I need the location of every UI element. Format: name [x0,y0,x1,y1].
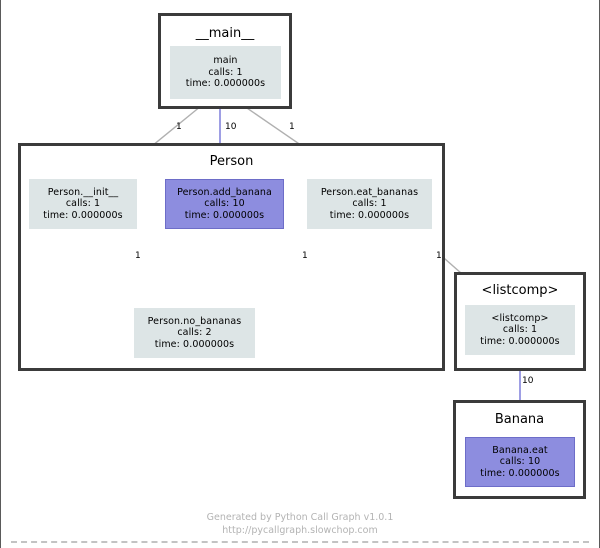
edge-label-main-to-eat-bananas: 1 [289,122,295,132]
node-eat-bananas[interactable]: Person.eat_bananas calls: 1 time: 0.0000… [307,179,432,229]
node-main[interactable]: main calls: 1 time: 0.000000s [170,46,281,99]
footer-generator-line: Generated by Python Call Graph v1.0.1 [206,512,394,523]
node-no-bananas-calls: calls: 2 [177,327,212,339]
edge-label-eat-bananas-to-no-bananas: 1 [302,251,308,261]
node-no-bananas[interactable]: Person.no_bananas calls: 2 time: 0.00000… [134,308,255,358]
node-add-banana-time: time: 0.000000s [184,209,265,221]
node-eat-bananas-time: time: 0.000000s [329,209,410,221]
node-banana-eat-label: Banana.eat [492,444,548,456]
node-listcomp-calls: calls: 1 [502,324,538,336]
node-person-init-label: Person.__init__ [47,186,119,198]
footer: Generated by Python Call Graph v1.0.1 ht… [1,511,599,537]
node-listcomp-label: <listcomp> [491,312,549,324]
node-main-time: time: 0.000000s [185,78,266,90]
footer-url: http://pycallgraph.slowchop.com [222,525,378,536]
node-eat-bananas-label: Person.eat_bananas [320,186,419,198]
node-main-label: main [213,55,238,67]
node-banana-eat-calls: calls: 10 [499,456,541,468]
node-add-banana[interactable]: Person.add_banana calls: 10 time: 0.0000… [165,179,284,229]
node-main-calls: calls: 1 [208,66,243,78]
node-no-bananas-time: time: 0.000000s [154,338,235,350]
bottom-divider [11,541,589,543]
cluster-banana-title: Banana [494,412,545,427]
node-add-banana-calls: calls: 10 [204,198,245,210]
node-banana-eat[interactable]: Banana.eat calls: 10 time: 0.000000s [465,437,575,487]
node-person-init-time: time: 0.000000s [43,209,123,221]
node-person-init[interactable]: Person.__init__ calls: 1 time: 0.000000s [29,179,137,229]
cluster-person-title: Person [209,154,254,169]
edge-label-person-init-to-no-bananas: 1 [135,251,141,261]
edge-label-listcomp-to-banana-eat: 10 [522,376,534,386]
node-add-banana-label: Person.add_banana [177,186,272,198]
edge-label-eat-bananas-to-listcomp: 1 [436,251,442,261]
node-eat-bananas-calls: calls: 1 [352,198,387,210]
cluster-main-title: __main__ [195,26,255,41]
node-banana-eat-time: time: 0.000000s [480,467,560,479]
node-listcomp[interactable]: <listcomp> calls: 1 time: 0.000000s [465,305,575,355]
edge-label-main-to-person-init: 1 [176,122,182,132]
node-listcomp-time: time: 0.000000s [480,335,560,347]
cluster-listcomp-title: <listcomp> [481,283,559,298]
node-person-init-calls: calls: 1 [65,198,101,210]
node-no-bananas-label: Person.no_bananas [147,315,242,327]
edge-label-main-to-add-banana: 10 [225,122,237,132]
